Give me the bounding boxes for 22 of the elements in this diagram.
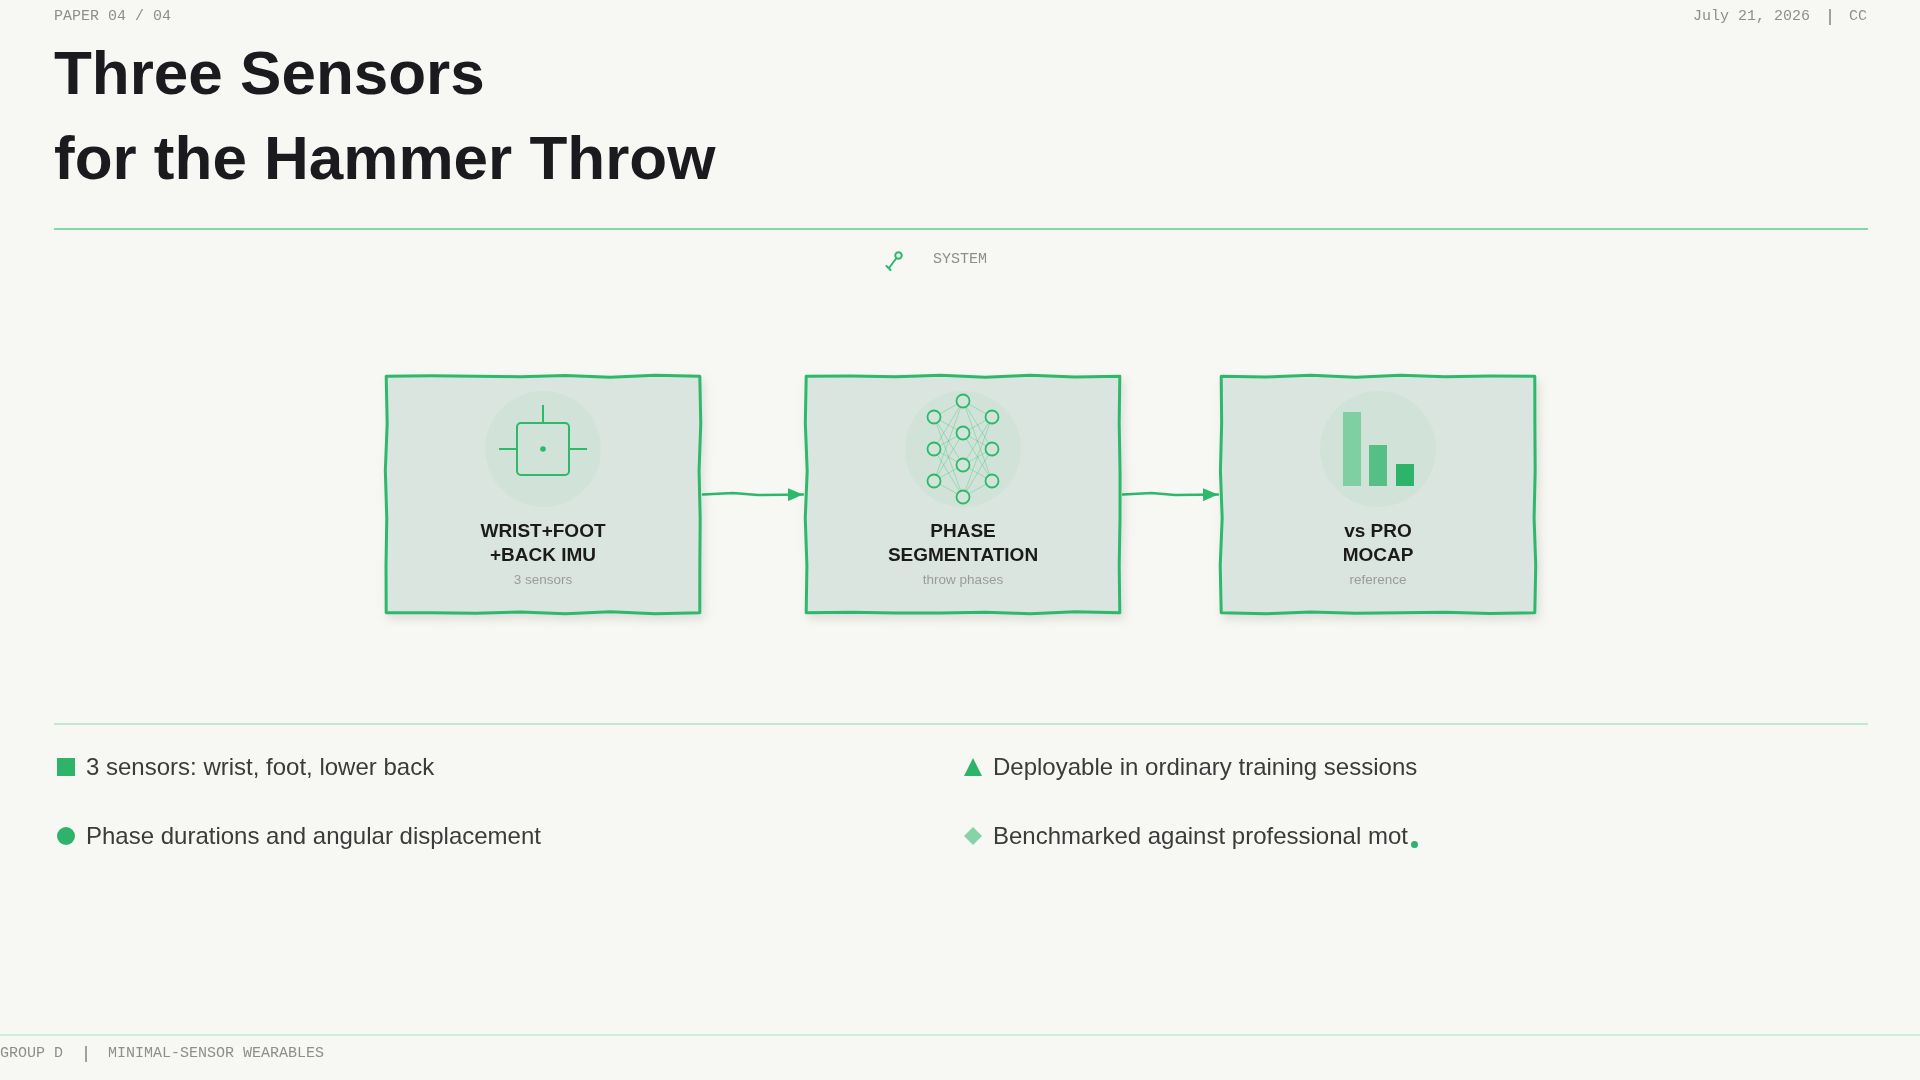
footer-text: GROUP D — [0, 1045, 63, 1063]
bullet-text: Benchmarked against professional mot — [993, 822, 1408, 850]
process-box — [803, 373, 1123, 616]
arrow — [1121, 488, 1220, 502]
footer-text: MINIMAL-SENSOR WEARABLES — [108, 1045, 325, 1063]
bullet-text: 3 sensors: wrist, foot, lower back — [86, 753, 435, 781]
date-text: July 21, 2026 — [1692, 8, 1810, 26]
page-number: PAPER 04 / 04 — [54, 8, 172, 26]
node-subtitle: reference — [1349, 571, 1407, 589]
section-label: SYSTEM — [933, 251, 987, 269]
slide-title: Three Sensors for the Hammer Throw — [54, 37, 716, 194]
node-subtitle: throw phases — [922, 571, 1004, 589]
arrow — [701, 488, 805, 502]
node-subtitle: 3 sensors — [513, 571, 573, 589]
process-box — [383, 373, 703, 616]
bullet-text: Phase durations and angular displacement — [86, 822, 541, 850]
bullet-text: Deployable in ordinary training sessions — [993, 753, 1418, 781]
node-title: WRIST+FOOT +BACK IMU — [479, 519, 607, 567]
node-title: vs PRO MOCAP — [1342, 519, 1414, 567]
process-box — [1218, 373, 1538, 616]
node-title: PHASE SEGMENTATION — [887, 519, 1039, 567]
license-text: CC — [1849, 8, 1867, 26]
